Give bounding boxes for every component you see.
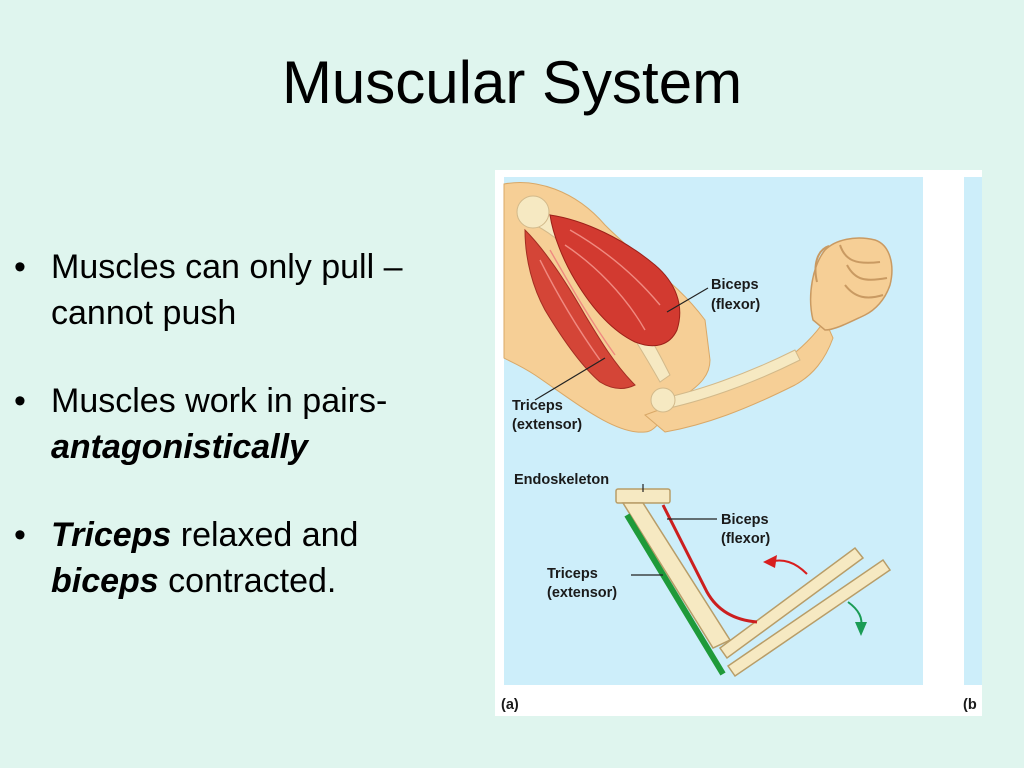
biceps-line [661,504,758,624]
forearm-bones [654,349,801,411]
triceps-label: Triceps [512,398,563,414]
panel-b-background [964,177,982,685]
bullet-item: • Muscles work in pairs- antagonisticall… [14,378,484,470]
bullet-marker: • [14,382,26,420]
bullet-item: • Muscles can only pull – cannot push [14,244,484,336]
slide-title: Muscular System [281,49,743,116]
bullet-text: cannot push [51,294,237,332]
green-arrowhead [855,622,867,636]
bullet-marker: • [14,516,26,554]
lower-bone-2 [726,558,892,678]
bullet-emphasis: biceps [51,562,159,600]
muscle-striations [539,229,661,361]
bullet-text: contracted. [158,562,337,600]
triceps-leader-line [534,357,606,401]
bullet-item: • Triceps relaxed and biceps contracted. [14,512,484,604]
bullet-marker: • [14,248,26,286]
triceps-muscle [524,228,636,389]
thumb [814,245,830,283]
bullet-text: Muscles can only pull – [51,248,403,286]
bullet-text: Muscles work in pairs- [51,382,388,420]
panel-b-caption: (b [963,697,977,713]
muscle-figure: Biceps (flexor) Triceps (extensor) [495,170,982,716]
lever-diagram [615,484,892,678]
biceps-diagram-label: Biceps [721,512,769,528]
flexor-diagram-label: (flexor) [721,531,770,547]
biceps-leader-line [666,287,709,313]
finger-lines [839,244,888,299]
triceps-diagram-label: Triceps [547,566,598,582]
flexor-label: (flexor) [711,297,760,313]
shoulder-joint [516,195,550,229]
bullet-emphasis: Triceps [51,516,172,554]
extensor-diagram-label: (extensor) [547,585,617,601]
lower-bone-1 [718,546,865,660]
biceps-label: Biceps [711,277,759,293]
panel-a-caption: (a) [501,697,519,713]
bullet-list: • Muscles can only pull – cannot push • … [14,244,484,646]
elbow-joint [650,387,676,413]
fist [809,237,893,331]
triceps-line [624,513,726,676]
arm-illustration [503,182,893,433]
bullet-emphasis: antagonistically [51,428,308,466]
extensor-label: (extensor) [512,417,582,433]
arm-diagram-svg: Biceps (flexor) Triceps (extensor) [501,177,982,713]
red-arrowhead [763,555,777,568]
endoskeleton-label: Endoskeleton [514,472,609,488]
biceps-muscle [549,214,681,347]
bullet-text: relaxed and [171,516,359,554]
